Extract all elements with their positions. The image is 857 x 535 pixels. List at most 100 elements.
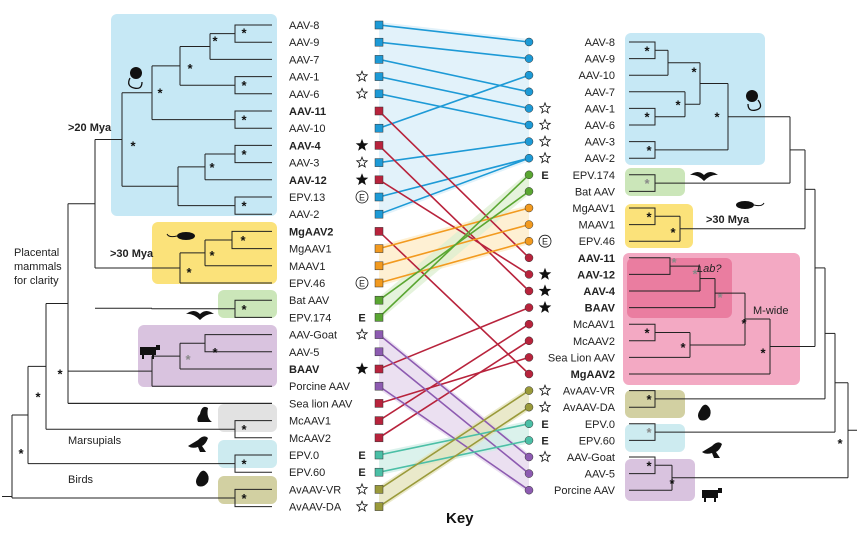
left-node-7 [374, 141, 384, 150]
right-node-25 [524, 452, 534, 462]
path [151, 308, 235, 310]
left-taxon-label: MgAAV2 [289, 226, 333, 238]
asterisk-mark: * [644, 43, 650, 58]
left-marker-3-open-star-icon [355, 69, 369, 82]
right-taxon-label: EPV.46 [579, 236, 615, 248]
right-taxon-label: AAV-2 [585, 153, 615, 165]
right-taxon-label: EPV.60 [579, 435, 615, 447]
link-epv-46 [378, 240, 530, 284]
asterisk-mark: * [691, 65, 697, 80]
left-taxon-label: BAAV [289, 364, 320, 376]
link-aav-2 [378, 157, 530, 215]
right-node-9 [524, 187, 534, 196]
clade-boxes [111, 14, 800, 504]
right-marker-16-filled-star-icon [538, 300, 552, 313]
asterisk-mark: * [692, 267, 698, 282]
right-marker-14-filled-star-icon [538, 267, 552, 280]
left-marker-8-open-star-icon [355, 155, 369, 168]
placental-label-line1: Placental [14, 247, 59, 259]
left-taxon-label: MAAV1 [289, 261, 325, 273]
right-taxon-label: AAV-Goat [567, 452, 615, 464]
left-node-5 [374, 106, 384, 116]
left-node-12 [374, 227, 384, 236]
right-node-26 [524, 469, 534, 478]
asterisk-mark: * [209, 248, 215, 263]
asterisk-mark: * [57, 367, 63, 382]
left-taxon-label: AAV-5 [289, 347, 319, 359]
asterisk-mark: * [241, 457, 247, 472]
left-taxon-label: EPV.13 [289, 192, 325, 204]
age-label-30mya-right: >30 Mya [706, 214, 750, 226]
asterisk-mark: * [646, 458, 652, 473]
right-node-2 [524, 70, 534, 80]
left-marker-26-e-marker: E [358, 467, 365, 479]
sealion-clade-box-left [218, 404, 277, 432]
asterisk-mark: * [644, 110, 650, 125]
right-node-13 [524, 253, 534, 263]
right-taxon-label: AAV-8 [585, 37, 615, 49]
asterisk-mark: * [212, 345, 218, 360]
link-aav-8 [378, 24, 530, 43]
left-node-22 [374, 399, 384, 408]
ungulate-clade-box-left [138, 325, 277, 387]
right-marker-23-e-marker: E [541, 419, 548, 431]
right-taxon-label: AvAAV-DA [563, 402, 616, 414]
right-node-3 [524, 87, 534, 97]
right-taxon-labels: AAV-8AAV-9AAV-10AAV-7AAV-1AAV-6AAV-3AAV-… [538, 37, 616, 497]
left-node-0 [374, 20, 384, 30]
cow-icon [140, 345, 160, 359]
left-node-25 [374, 450, 384, 460]
lab-clade-box [627, 258, 732, 318]
left-node-23 [374, 416, 384, 425]
rooster-icon-right [698, 404, 711, 421]
asterisk-mark: * [675, 97, 681, 112]
rodent-icon-right [736, 201, 754, 209]
left-taxon-label: AAV-9 [289, 37, 319, 49]
right-marker-15-filled-star-icon [538, 284, 552, 297]
left-node-6 [374, 123, 384, 133]
connection-lines [378, 24, 530, 508]
right-node-6 [524, 137, 534, 146]
right-marker-21-open-star-icon [538, 383, 552, 396]
link-aav-7 [378, 58, 530, 93]
asterisk-mark: * [241, 78, 247, 93]
left-node-16 [374, 295, 384, 305]
right-node-17 [524, 319, 534, 329]
right-node-27 [524, 485, 534, 495]
left-taxon-label: Sea lion AAV [289, 398, 353, 410]
right-taxon-label: BAAV [585, 303, 616, 315]
right-marker-4-open-star-icon [538, 101, 552, 114]
asterisk-mark: * [18, 446, 24, 461]
asterisk-mark: * [646, 425, 652, 440]
right-node-19 [524, 353, 534, 362]
left-taxon-label: EPV.60 [289, 467, 325, 479]
placental-label-line2: mammals [14, 261, 62, 273]
asterisk-mark: * [209, 160, 215, 175]
monkey-icon-right [746, 90, 758, 102]
asterisk-mark: * [130, 138, 136, 153]
link-aav-1 [378, 75, 530, 110]
right-marker-8-e-marker: E [541, 170, 548, 182]
right-taxon-label: AAV-11 [578, 253, 615, 265]
age-label-30mya-left: >30 Mya [110, 248, 154, 260]
bird-clade-box-left [218, 476, 277, 504]
link-avaav-da [378, 406, 530, 508]
left-taxon-label: AAV-Goat [289, 330, 337, 342]
asterisk-mark: * [644, 326, 650, 341]
left-marker-17-e-marker: E [358, 312, 365, 324]
left-marker-18-open-star-icon [355, 327, 369, 340]
right-taxon-label: AAV-6 [585, 120, 615, 132]
right-taxon-label: AAV-12 [577, 269, 615, 281]
left-marker-9-filled-star-icon [355, 173, 369, 186]
left-node-10 [374, 192, 384, 202]
link-aav-12 [378, 179, 530, 276]
link-aav-3 [378, 140, 530, 164]
left-node-4 [374, 89, 384, 99]
asterisk-mark: * [760, 346, 766, 361]
right-taxon-label: AAV-10 [579, 70, 616, 82]
asterisk-mark: * [669, 476, 675, 491]
asterisk-mark: * [241, 113, 247, 128]
right-taxon-label: MgAAV1 [572, 203, 615, 215]
cow-icon-right [702, 488, 722, 502]
